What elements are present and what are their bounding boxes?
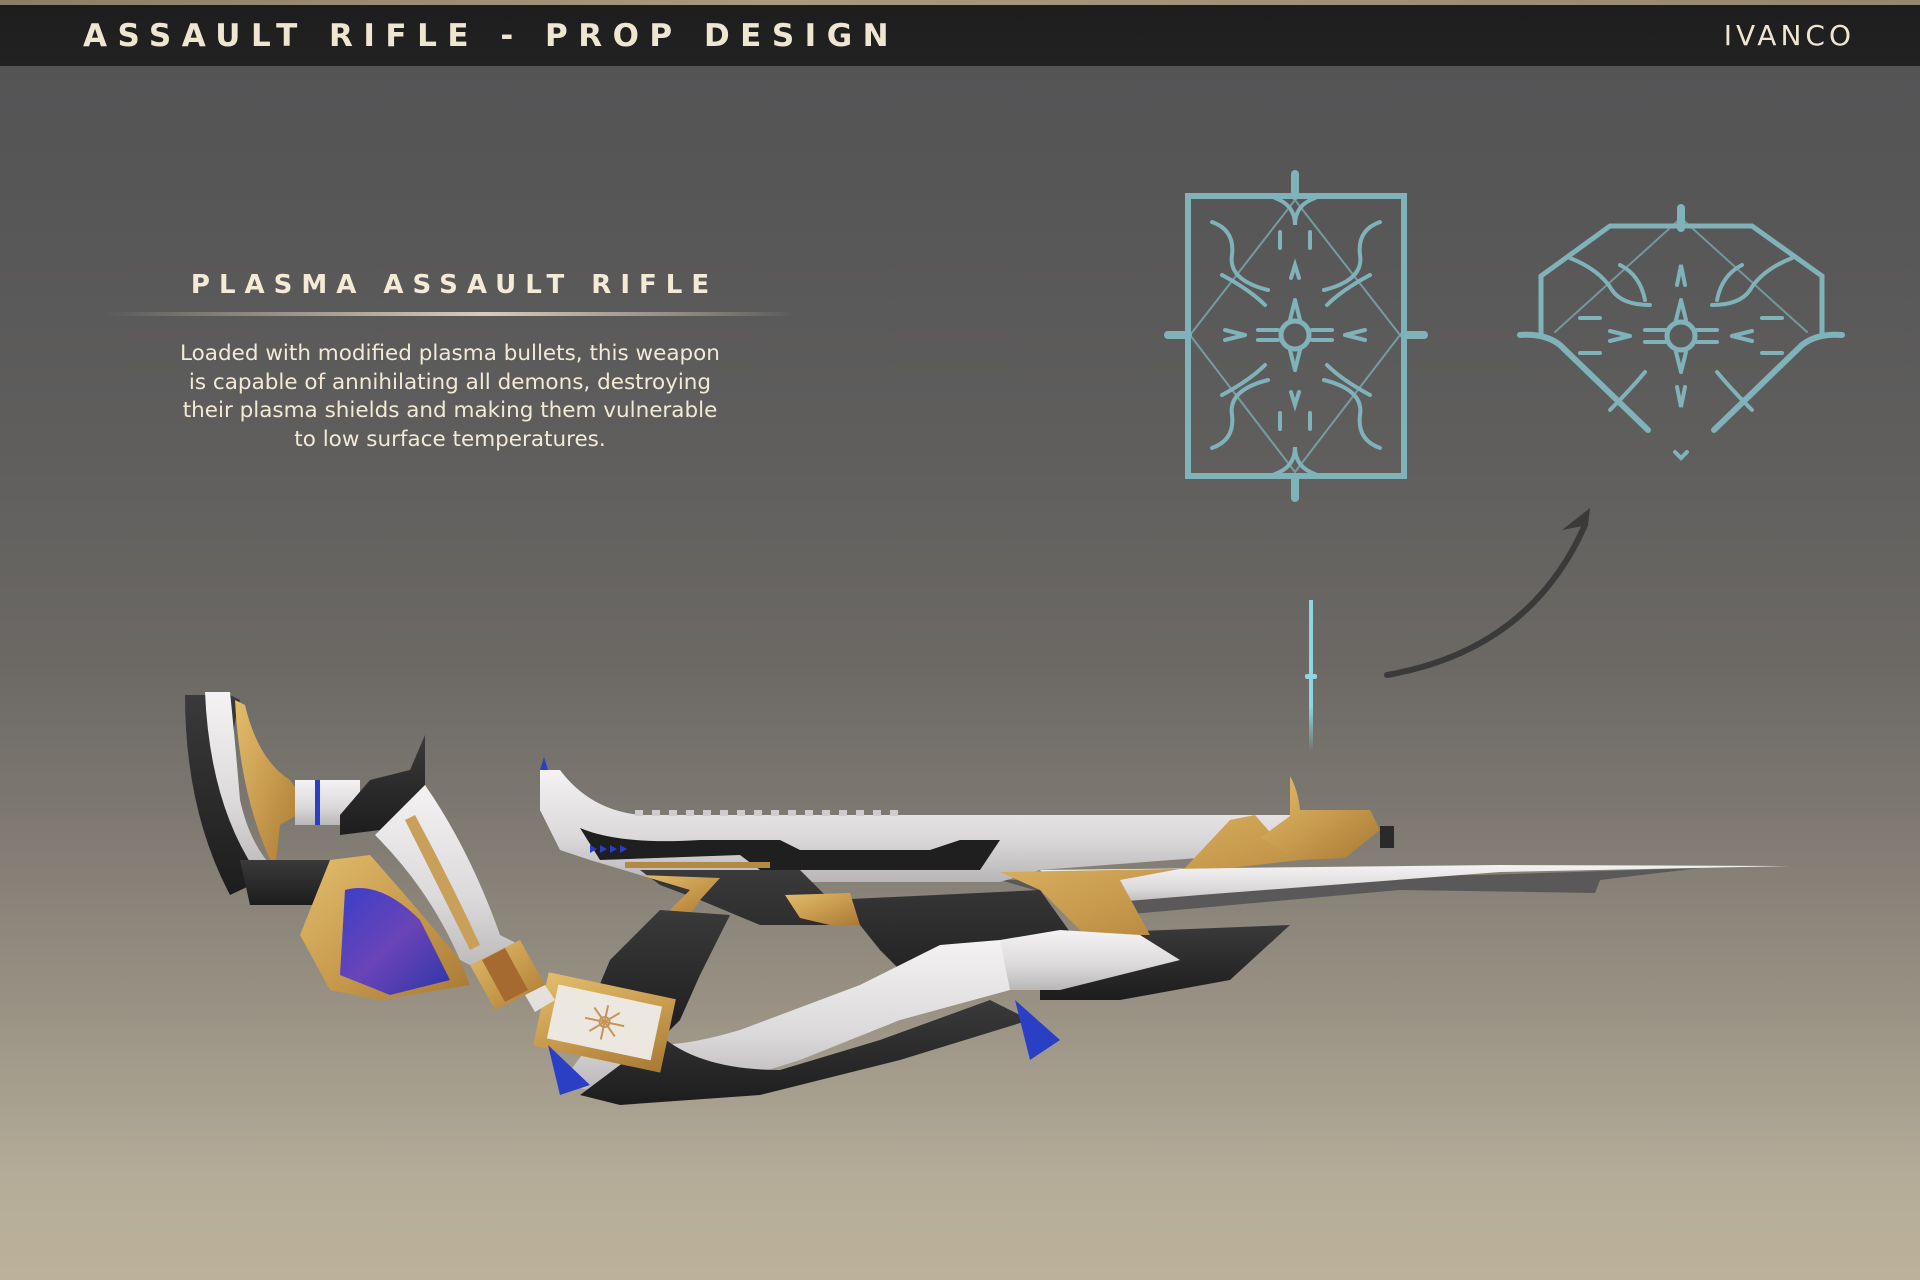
plasma-assault-rifle-illustration (185, 692, 1790, 1105)
header-top-strip (0, 0, 1920, 5)
title-divider (105, 312, 795, 316)
weapon-description: Loaded with modified plasma bullets, thi… (180, 341, 720, 452)
arrow-icon (1384, 522, 1588, 678)
rectangular-sight-emblem (1164, 170, 1428, 502)
brand-logo: IVANCO (1723, 19, 1855, 52)
weapon-name: PLASMA ASSAULT RIFLE (190, 270, 719, 300)
header-bar: ASSAULT RIFLE - PROP DESIGN IVANCO (0, 5, 1920, 66)
arrow-head (1562, 508, 1590, 530)
sight-pin (1305, 600, 1317, 752)
diamond-sight-emblem (1517, 204, 1845, 461)
weapon-info-panel: PLASMA ASSAULT RIFLE Loaded with modifie… (105, 270, 795, 454)
page-title: ASSAULT RIFLE - PROP DESIGN (83, 18, 900, 54)
